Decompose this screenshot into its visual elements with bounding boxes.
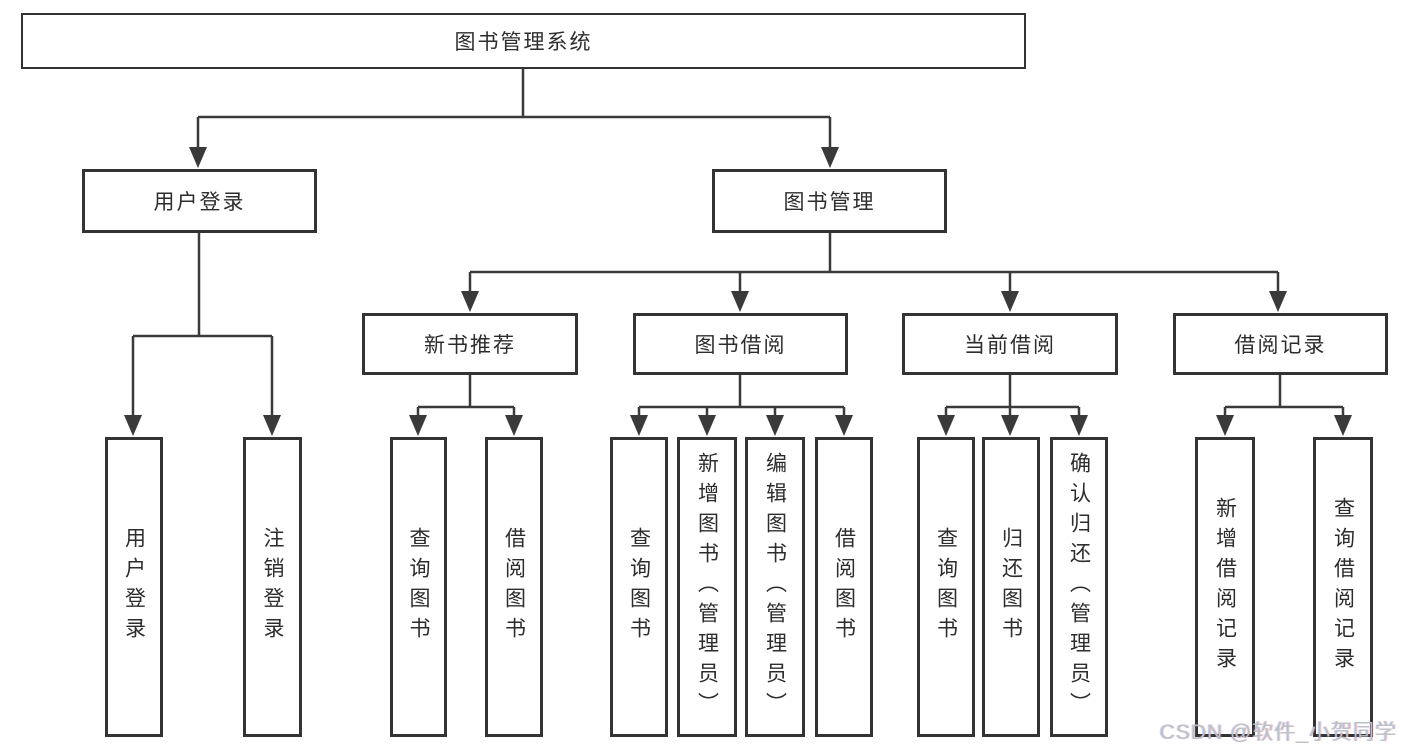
arrowhead-icon (1216, 415, 1234, 436)
node-library-management-system: 图书管理系统 (21, 13, 1026, 69)
connector-book-borrow-children (637, 375, 846, 418)
node-label: 当前借阅 (964, 334, 1056, 357)
node-current-borrowing: 当前借阅 (902, 313, 1118, 375)
node-book-borrowing: 图书借阅 (633, 313, 848, 375)
connector-new-book-rec-children (416, 375, 516, 418)
leaf-bb-borrow-books: 借阅图书 (815, 437, 873, 737)
arrowhead-icon (766, 415, 784, 436)
leaf-cb-query-books: 查询图书 (917, 437, 975, 737)
leaf-bb-query-books: 查询图书 (610, 437, 668, 737)
arrowhead-icon (821, 147, 839, 168)
node-label: 新书推荐 (424, 334, 516, 357)
leaf-logout: 注销登录 (243, 437, 302, 737)
arrowhead-icon (698, 415, 716, 436)
arrowhead-icon (461, 291, 479, 312)
arrowhead-icon (124, 415, 142, 436)
arrowhead-icon (263, 415, 281, 436)
node-label: 借阅图书 (832, 527, 856, 647)
node-label: 查询借阅记录 (1331, 497, 1355, 677)
arrowhead-icon (731, 291, 749, 312)
arrowhead-icon (1334, 415, 1352, 436)
node-label: 借阅图书 (502, 527, 526, 647)
node-label: 新增图书（管理员） (695, 452, 719, 722)
node-label: 查询图书 (627, 527, 651, 647)
leaf-cb-return-books: 归还图书 (982, 437, 1040, 737)
arrowheads (124, 147, 1352, 436)
connector-book-mgmt-children (468, 233, 1280, 294)
leaf-cb-confirm-return-admin: 确认归还（管理员） (1050, 437, 1108, 737)
node-label: 借阅记录 (1234, 334, 1327, 357)
connector-root-to-level2 (196, 69, 832, 150)
leaf-bb-add-books-admin: 新增图书（管理员） (677, 437, 737, 737)
arrowhead-icon (409, 415, 427, 436)
leaf-bb-edit-books-admin: 编辑图书（管理员） (745, 437, 805, 737)
leaf-rec-query-books: 查询图书 (390, 437, 447, 737)
connector-current-borrow-children (944, 375, 1081, 418)
leaf-user-login: 用户登录 (105, 437, 163, 737)
node-user-login: 用户登录 (82, 169, 317, 233)
node-label: 查询图书 (934, 527, 958, 647)
arrowhead-icon (505, 415, 523, 436)
connector-user-login-children (131, 233, 274, 418)
connector-borrow-record-children (1223, 375, 1345, 418)
watermark: CSDN @软件_小贺同学 (1159, 721, 1397, 744)
node-label: 编辑图书（管理员） (763, 452, 787, 722)
node-book-management: 图书管理 (712, 169, 947, 233)
arrowhead-icon (835, 415, 853, 436)
arrowhead-icon (1070, 415, 1088, 436)
node-label: 图书管理 (783, 191, 876, 214)
node-borrowing-records: 借阅记录 (1173, 313, 1388, 375)
node-label: 确认归还（管理员） (1067, 452, 1091, 722)
arrowhead-icon (630, 415, 648, 436)
leaf-br-query-record: 查询借阅记录 (1313, 437, 1373, 737)
node-label: 归还图书 (999, 527, 1023, 647)
node-label: 查询图书 (407, 527, 430, 647)
node-label: 用户登录 (122, 527, 146, 647)
node-label: 新增借阅记录 (1213, 497, 1237, 677)
node-label: 图书管理系统 (454, 31, 593, 54)
leaf-rec-borrow-books: 借阅图书 (485, 437, 543, 737)
node-label: 注销登录 (261, 527, 284, 647)
arrowhead-icon (1001, 415, 1019, 436)
node-label: 图书借阅 (694, 334, 787, 357)
leaf-br-add-record: 新增借阅记录 (1195, 437, 1255, 737)
arrowhead-icon (189, 147, 207, 168)
arrowhead-icon (937, 415, 955, 436)
node-label: 用户登录 (153, 191, 246, 214)
arrowhead-icon (1269, 291, 1287, 312)
node-new-book-recommendation: 新书推荐 (362, 313, 578, 375)
arrowhead-icon (1001, 291, 1019, 312)
